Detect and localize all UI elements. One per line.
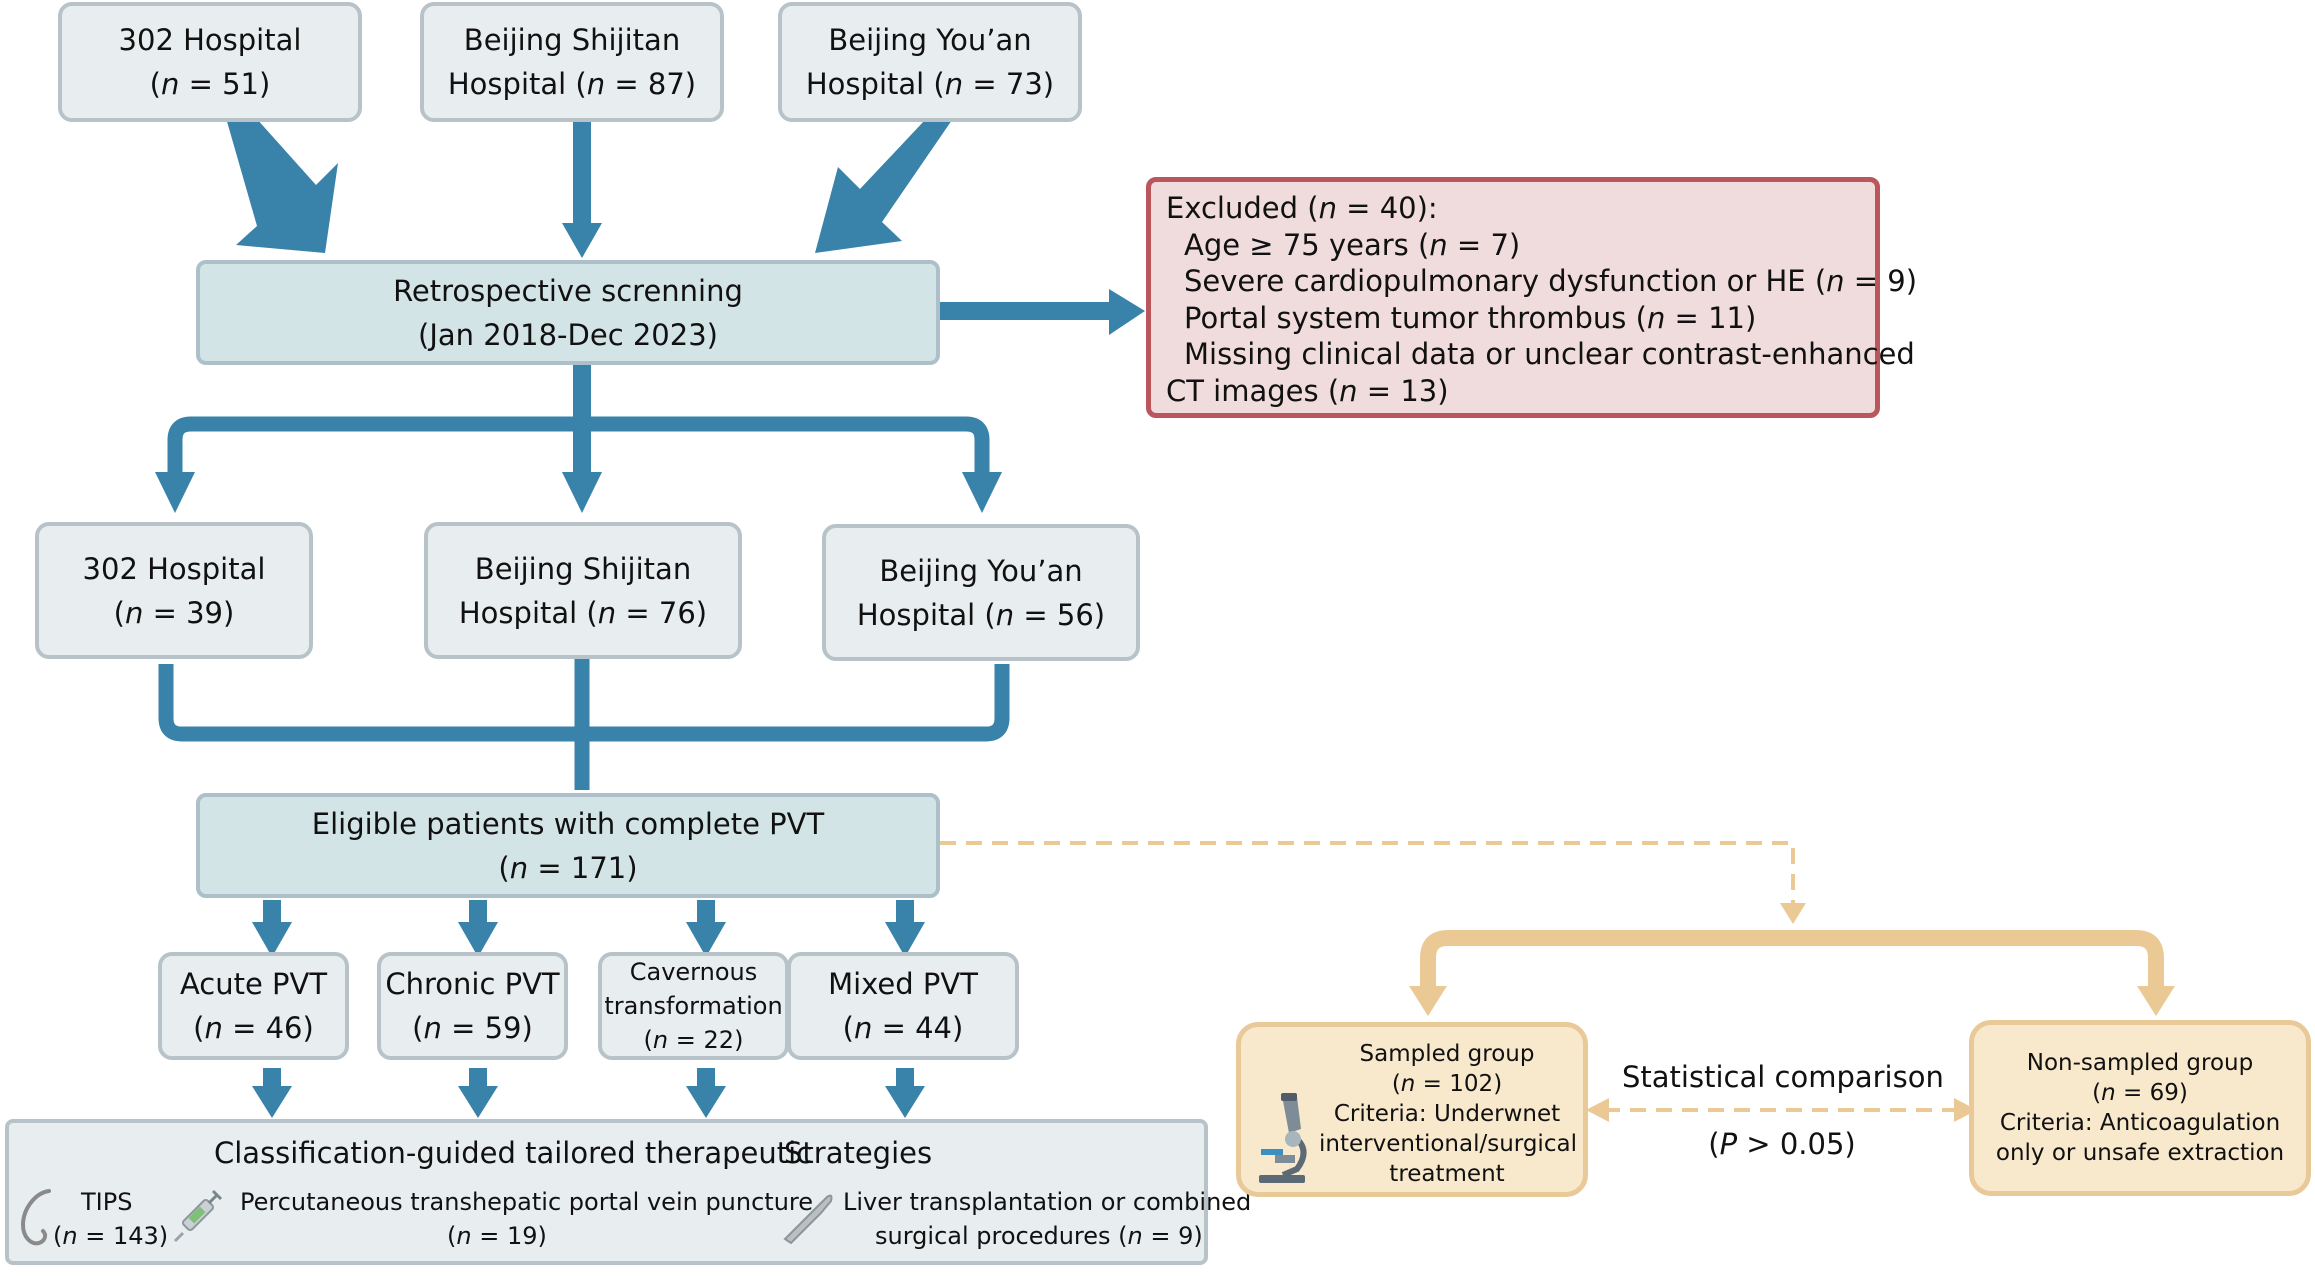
- puncture-count: 19: [506, 1222, 538, 1250]
- type-mixed: Mixed PVT (n = 44): [787, 952, 1019, 1060]
- hospital-youan-count: 56: [1056, 597, 1094, 632]
- nonsampled-title: Non-sampled group: [2026, 1050, 2254, 1076]
- comparison-arrow-left: [1586, 1098, 1609, 1122]
- arrow-to-mixed: [885, 922, 925, 957]
- type-chronic: Chronic PVT (n = 59): [377, 952, 568, 1060]
- hospital-302: 302 Hospital (n = 39): [35, 522, 313, 659]
- comparison-arrow-right: [1954, 1098, 1977, 1122]
- source-youan-hospital: Beijing You’an Hospital (n = 73): [778, 2, 1082, 122]
- source-302-name: 302 Hospital: [118, 23, 302, 57]
- comparison-pvalue: (P > 0.05): [1708, 1127, 1856, 1161]
- sampled-title: Sampled group: [1359, 1041, 1535, 1067]
- excluded-header: Excluded: [1166, 191, 1299, 225]
- excluded-item: Severe cardiopulmonary dysfunction or HE…: [1184, 264, 1918, 298]
- source-shijitan-count: 87: [647, 67, 685, 101]
- screening-box: Retrospective screnning (Jan 2018-Dec 20…: [196, 260, 940, 365]
- transplant-count: 9: [1178, 1222, 1194, 1250]
- syringe-icon: [173, 1189, 223, 1243]
- tan-bracket: [1420, 930, 2164, 990]
- comparison-label: Statistical comparison: [1622, 1060, 1944, 1094]
- arrow-to-excluded-head: [1109, 289, 1145, 335]
- arrow-to-cavernous: [686, 922, 726, 957]
- excluded-item: CT images (n = 13): [1166, 373, 1449, 408]
- type-acute: Acute PVT (n = 46): [158, 952, 349, 1060]
- excluded-item: Missing clinical data or unclear contras…: [1184, 337, 1915, 371]
- source-302-count: 51: [222, 67, 260, 101]
- arrow-to-302: [155, 472, 195, 513]
- arrow-source-302: [226, 118, 338, 253]
- nonsampled-count: 69: [2149, 1080, 2179, 1106]
- hospital-youan: Beijing You’an Hospital (n = 56): [822, 524, 1140, 661]
- excluded-box: Excluded (n = 40): Age ≥ 75 years (n = 7…: [1146, 177, 1917, 418]
- arrow-to-acute: [252, 922, 292, 957]
- source-shijitan-hospital: Beijing Shijitan Hospital (n = 87): [420, 2, 724, 122]
- arrow-source-shijitan-head: [562, 223, 602, 258]
- source-youan-count: 73: [1005, 67, 1043, 101]
- arrow-source-shijitan-shaft: [573, 118, 591, 223]
- excluded-item: Portal system tumor thrombus (n = 11): [1184, 300, 1757, 335]
- hospital-shijitan-count: 76: [658, 595, 696, 630]
- therapy-box: Classification-guided tailored therapeut…: [5, 1119, 1251, 1265]
- arrow-to-chronic: [458, 922, 498, 957]
- microscope-icon: [1259, 1093, 1307, 1183]
- scalpel-icon: [783, 1194, 833, 1245]
- sampled-group-box: Sampled group (n = 102) Criteria: Underw…: [1236, 1022, 1588, 1197]
- tips-count: 143: [112, 1222, 159, 1250]
- tips-label: TIPS: [81, 1188, 133, 1216]
- arrow-source-youan: [815, 120, 952, 253]
- arrow-to-shijitan: [562, 472, 602, 513]
- hospital-302-count: 39: [186, 595, 224, 630]
- eligible-box: Eligible patients with complete PVT (n =…: [196, 793, 940, 898]
- puncture-label: Percutaneous transhepatic portal vein pu…: [240, 1188, 814, 1216]
- hospital-shijitan: Beijing Shijitan Hospital (n = 76): [424, 522, 742, 659]
- therapy-title: Classification-guided tailored therapeut…: [214, 1136, 813, 1170]
- type-cavernous: Cavernous transformation (n = 22): [598, 952, 789, 1060]
- sampled-count: 102: [1449, 1071, 1494, 1097]
- excluded-item: Age ≥ 75 years (n = 7): [1184, 227, 1521, 262]
- catheter-icon: [20, 1189, 51, 1246]
- nonsampled-group-box: Non-sampled group (n = 69) Criteria: Ant…: [1969, 1020, 2311, 1196]
- excluded-count: 40: [1379, 191, 1417, 225]
- dashed-to-comparison: [940, 841, 1795, 905]
- arrow-to-youan: [962, 472, 1002, 513]
- split-bracket: [167, 416, 990, 476]
- transplant-line1: Liver transplantation or combined: [843, 1188, 1252, 1216]
- arrow-to-excluded-shaft: [940, 302, 1111, 320]
- therapy-title-strategies: Strategies: [784, 1136, 933, 1170]
- eligible-count: 171: [570, 850, 627, 885]
- source-302-hospital: 302 Hospital (n = 51): [58, 2, 362, 122]
